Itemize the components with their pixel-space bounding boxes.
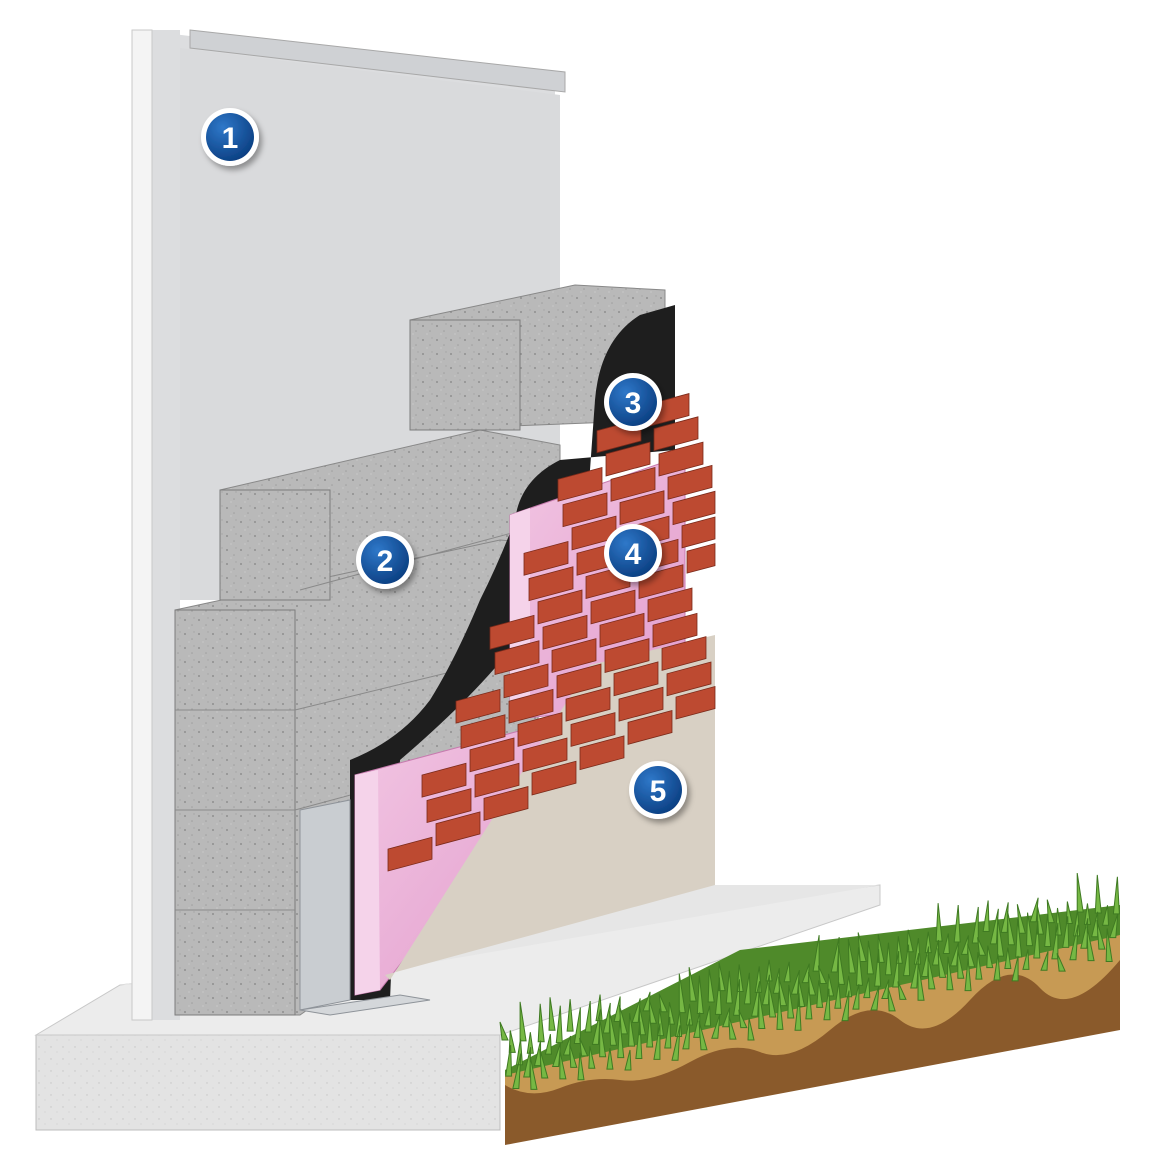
brick	[565, 686, 611, 722]
callout-1: 1	[201, 108, 259, 166]
brick	[638, 564, 684, 600]
brick	[667, 464, 713, 500]
callout-1-number: 1	[222, 122, 239, 155]
brick	[605, 441, 651, 477]
brick	[551, 638, 597, 673]
brick	[483, 786, 529, 821]
brick	[571, 515, 617, 551]
brick	[610, 467, 656, 502]
callout-2: 2	[356, 531, 414, 589]
grass-soil-section	[499, 872, 1120, 1145]
brick	[661, 636, 707, 671]
brick-courses	[387, 393, 716, 872]
brick	[681, 516, 716, 549]
callout-4: 4	[604, 524, 662, 582]
brick	[494, 640, 540, 676]
brick	[421, 762, 467, 798]
brick	[469, 737, 515, 773]
brick	[426, 788, 472, 823]
metal-track	[299, 799, 431, 1016]
callout-4-number: 4	[625, 538, 642, 571]
brick	[627, 710, 673, 745]
brick	[590, 589, 636, 625]
brick	[542, 614, 588, 650]
brick	[613, 661, 659, 697]
brick	[652, 612, 698, 648]
brick	[604, 638, 650, 673]
brick	[517, 712, 563, 747]
callout-3: 3	[604, 373, 662, 431]
brick	[556, 663, 602, 699]
brick-veneer	[385, 393, 716, 980]
brick	[686, 543, 716, 574]
brick	[647, 587, 693, 623]
brick	[557, 466, 603, 502]
brick	[523, 540, 569, 576]
brick	[460, 714, 506, 750]
brick	[666, 661, 712, 697]
brick	[522, 737, 568, 773]
brick	[528, 566, 574, 602]
brick	[489, 614, 535, 650]
brick	[599, 612, 645, 648]
brick	[503, 663, 549, 699]
callout-2-number: 2	[377, 545, 394, 578]
brick	[387, 836, 433, 872]
brick	[474, 762, 520, 798]
brick	[508, 688, 554, 724]
brick	[562, 492, 608, 528]
brick	[675, 686, 716, 720]
brick	[435, 811, 481, 847]
brick	[570, 712, 616, 747]
brick	[619, 490, 665, 526]
brick	[531, 760, 577, 796]
callout-5: 5	[629, 761, 687, 819]
brick	[579, 735, 625, 771]
brick	[455, 688, 501, 724]
callout-3-number: 3	[625, 387, 642, 420]
brick	[537, 589, 583, 625]
brick	[653, 416, 699, 452]
brick	[618, 686, 664, 722]
callout-5-number: 5	[650, 775, 667, 808]
brick	[658, 441, 704, 477]
brick	[672, 490, 716, 526]
